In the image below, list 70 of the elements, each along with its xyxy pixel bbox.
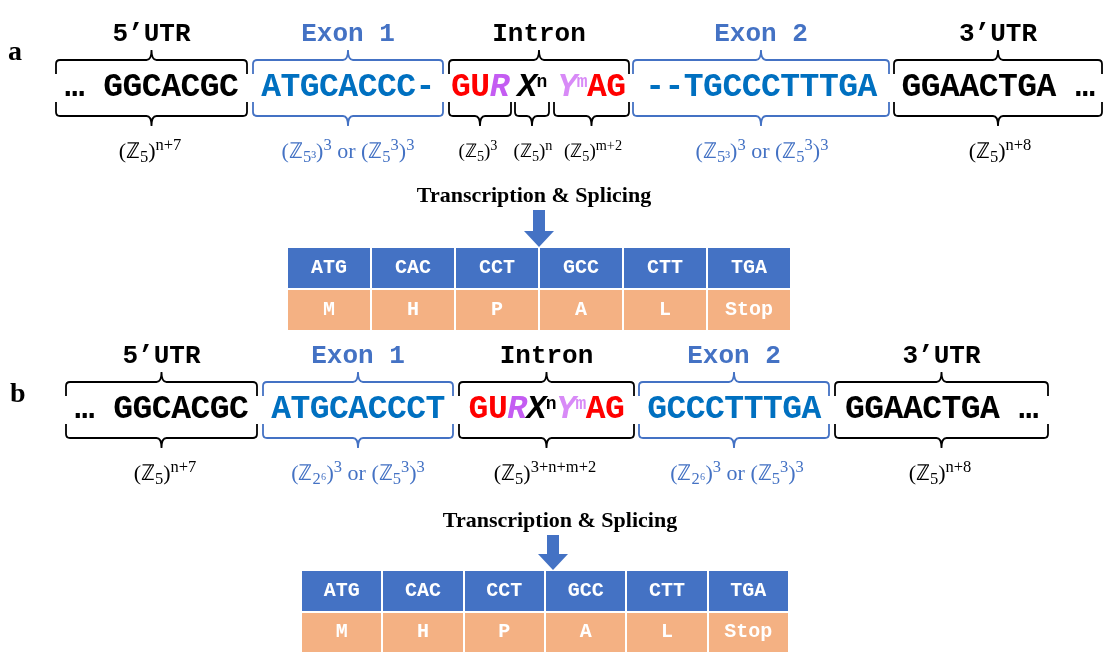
codon-cell: GCC bbox=[540, 248, 622, 288]
formula-label: (ℤ$_{5}$)$^{n+8}$ bbox=[968, 136, 1032, 166]
process-label: Transcription & Splicing bbox=[440, 505, 680, 535]
sequence-text: … GGCACGC bbox=[64, 70, 239, 106]
codon-cell: TGA bbox=[708, 248, 790, 288]
amino-acid-cell: P bbox=[464, 612, 544, 652]
process-label: Transcription & Splicing bbox=[414, 180, 654, 210]
sequence-text: GU bbox=[451, 70, 490, 106]
amino-acid-cell: A bbox=[540, 290, 622, 330]
formula-label: (ℤ$_{2⁶}$)$^{3}$ or (ℤ$_{5}$$^{3}$)$^{3}$ bbox=[291, 458, 425, 488]
formula-label: (ℤ$_{5}$)$^{3}$ bbox=[458, 136, 498, 166]
segment-heading: Exon 2 bbox=[714, 18, 808, 50]
amino-acid-cell: L bbox=[627, 612, 707, 652]
sequence-text: R bbox=[507, 392, 527, 428]
amino-acid-cell: Stop bbox=[708, 290, 790, 330]
arrow bbox=[538, 535, 568, 570]
codon-cell: CTT bbox=[624, 248, 706, 288]
codon-cell: TGA bbox=[708, 571, 788, 611]
amino-acid-cell: H bbox=[383, 612, 463, 652]
segment-heading: 3’UTR bbox=[902, 340, 981, 372]
segment-heading: Exon 2 bbox=[687, 340, 781, 372]
formula-label: (ℤ$_{5³}$)$^{3}$ or (ℤ$_{5}$$^{3}$)$^{3}$ bbox=[695, 136, 829, 166]
amino-acid-cell: H bbox=[372, 290, 454, 330]
segment-heading: 5’UTR bbox=[122, 340, 201, 372]
amino-acid-cell: Stop bbox=[708, 612, 788, 652]
codon-cell: CTT bbox=[627, 571, 707, 611]
codon-cell: CAC bbox=[383, 571, 463, 611]
codon-table bbox=[288, 248, 790, 330]
sequence-text: GU bbox=[468, 392, 508, 428]
formula-label: (ℤ$_{5}$)$^{n}$ bbox=[513, 136, 553, 166]
segment-heading: Exon 1 bbox=[301, 18, 395, 50]
codon-cell: CCT bbox=[456, 248, 538, 288]
sequence-text: GGAACTGA … bbox=[844, 392, 1038, 428]
amino-acid-cell: P bbox=[456, 290, 538, 330]
sequence-text: … GGCACGC bbox=[74, 392, 249, 428]
segment-heading: Exon 1 bbox=[311, 340, 405, 372]
panel-label: a bbox=[8, 34, 22, 68]
segment-heading: 3’UTR bbox=[959, 18, 1037, 50]
formula-label: (ℤ$_{5}$)$^{m+2}$ bbox=[564, 136, 622, 166]
segment-heading: 5’UTR bbox=[112, 18, 191, 50]
sequence-text: X$^{n}$ bbox=[517, 70, 547, 106]
amino-acid-cell: L bbox=[624, 290, 706, 330]
codon-cell: GCC bbox=[546, 571, 626, 611]
amino-acid-cell: A bbox=[546, 612, 626, 652]
segment-heading: Intron bbox=[492, 18, 586, 50]
codon-table bbox=[302, 571, 788, 652]
formula-label: (ℤ$_{5}$)$^{3+n+m+2}$ bbox=[493, 458, 597, 488]
formula-label: (ℤ$_{5}$)$^{n+7}$ bbox=[118, 136, 182, 166]
amino-acid-cell: M bbox=[288, 290, 370, 330]
sequence-text: GGAACTGA … bbox=[901, 70, 1095, 106]
formula-label: (ℤ$_{5}$)$^{n+7}$ bbox=[133, 458, 197, 488]
codon-cell: ATG bbox=[288, 248, 370, 288]
segment-heading: Intron bbox=[499, 340, 594, 372]
codon-cell: ATG bbox=[302, 571, 382, 611]
sequence-text: Y$^{m}$AG bbox=[556, 392, 625, 428]
sequence-text: GCCCTTTGA bbox=[647, 392, 821, 428]
amino-acid-cell: M bbox=[302, 612, 382, 652]
codon-cell: CCT bbox=[464, 571, 544, 611]
sequence-text: --TGCCCTTTGA bbox=[645, 70, 877, 106]
formula-label: (ℤ$_{2⁶}$)$^{3}$ or (ℤ$_{5}$$^{3}$)$^{3}$ bbox=[670, 458, 804, 488]
codon-cell: CAC bbox=[372, 248, 454, 288]
panel-label: b bbox=[10, 376, 26, 410]
arrow bbox=[524, 210, 554, 247]
sequence-text: X$^{n}$ bbox=[526, 392, 557, 428]
sequence-text: Y$^{m}$AG bbox=[557, 70, 626, 106]
sequence-text: R bbox=[489, 70, 509, 106]
sequence-text: ATGCACCCT bbox=[271, 392, 445, 428]
formula-label: (ℤ$_{5}$)$^{n+8}$ bbox=[908, 458, 972, 488]
formula-label: (ℤ$_{5³}$)$^{3}$ or (ℤ$_{5}$$^{3}$)$^{3}$ bbox=[281, 136, 415, 166]
sequence-text: ATGCACCC- bbox=[261, 70, 435, 106]
